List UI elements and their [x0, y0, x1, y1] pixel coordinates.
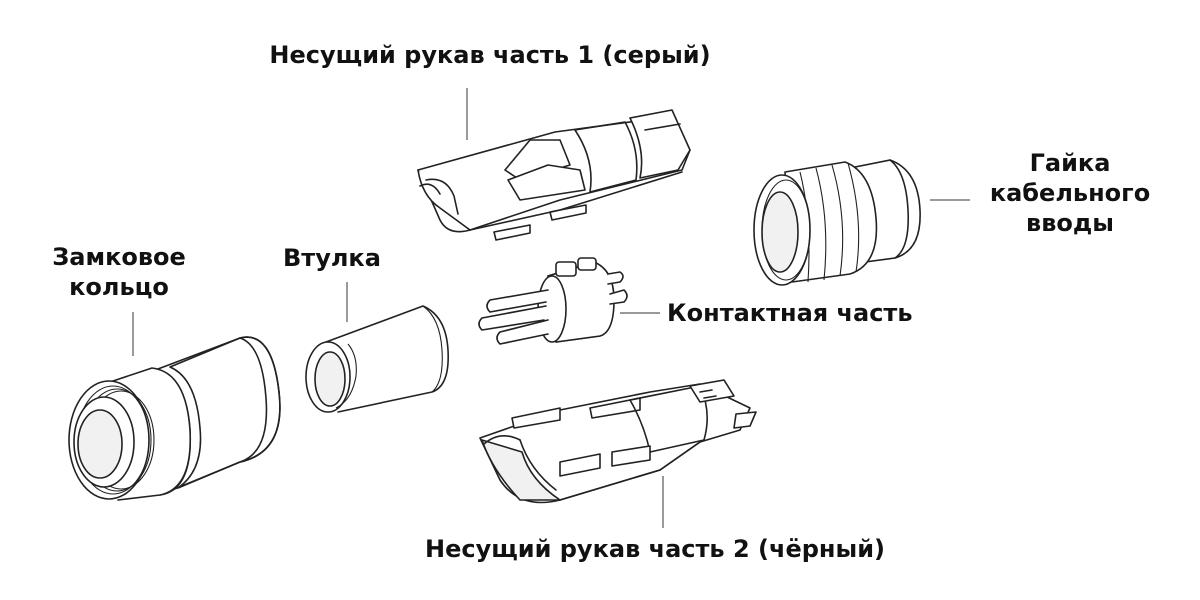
bushing-part [305, 305, 449, 413]
label-contact-part: Контактная часть [667, 299, 913, 327]
cable-gland-nut [753, 159, 921, 286]
label-bushing: Втулка [283, 244, 381, 272]
label-sleeve-part1: Несущий рукав часть 1 (серый) [269, 41, 711, 69]
label-locking-ring: Замковое кольцо [52, 243, 186, 301]
sleeve-part2 [479, 379, 757, 504]
sleeve-part1 [417, 109, 691, 241]
label-cable-gland-nut: Гайка кабельного вводы [989, 149, 1151, 237]
leader-lines [132, 88, 970, 528]
contact-part [478, 257, 628, 345]
locking-ring-part [68, 336, 281, 501]
label-sleeve-part2: Несущий рукав часть 2 (чёрный) [425, 535, 885, 563]
